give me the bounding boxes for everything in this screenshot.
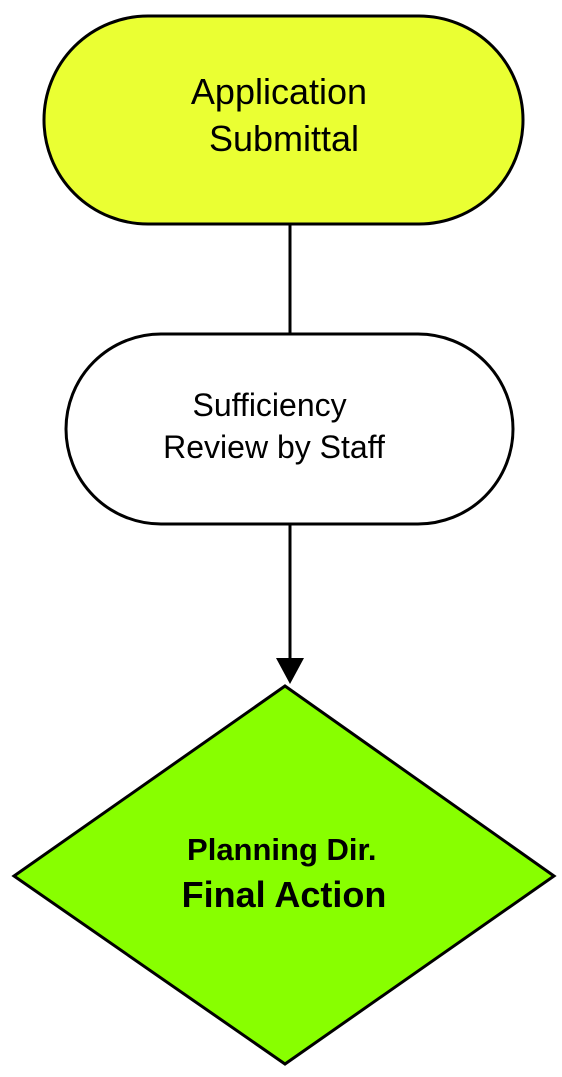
node-label-line-1: Planning Dir. — [187, 832, 376, 867]
node-final-action: Planning Dir. Final Action — [11, 684, 557, 1066]
decision-shape — [11, 684, 557, 1066]
node-label-line-2: Submittal — [209, 118, 359, 159]
node-sufficiency-review: Sufficiency Review by Staff — [64, 332, 515, 526]
svg-text:Sufficiency Review by St: Sufficiency Review by Staff — [163, 387, 385, 465]
node-label-line-1: Sufficiency — [192, 387, 346, 423]
terminator-shape — [64, 332, 515, 526]
node-label-line-2: Review by Staff — [163, 429, 385, 465]
node-application-submittal: Application Submittal — [42, 14, 525, 226]
svg-text:Application Submittal: Application Submittal — [191, 71, 377, 159]
svg-text:Planning Dir. Final Acti: Planning Dir. Final Action — [182, 832, 387, 915]
arrowhead — [276, 658, 304, 684]
terminator-shape — [42, 14, 525, 226]
node-label-line-2: Final Action — [182, 874, 387, 915]
node-label-line-1: Application — [191, 71, 367, 112]
